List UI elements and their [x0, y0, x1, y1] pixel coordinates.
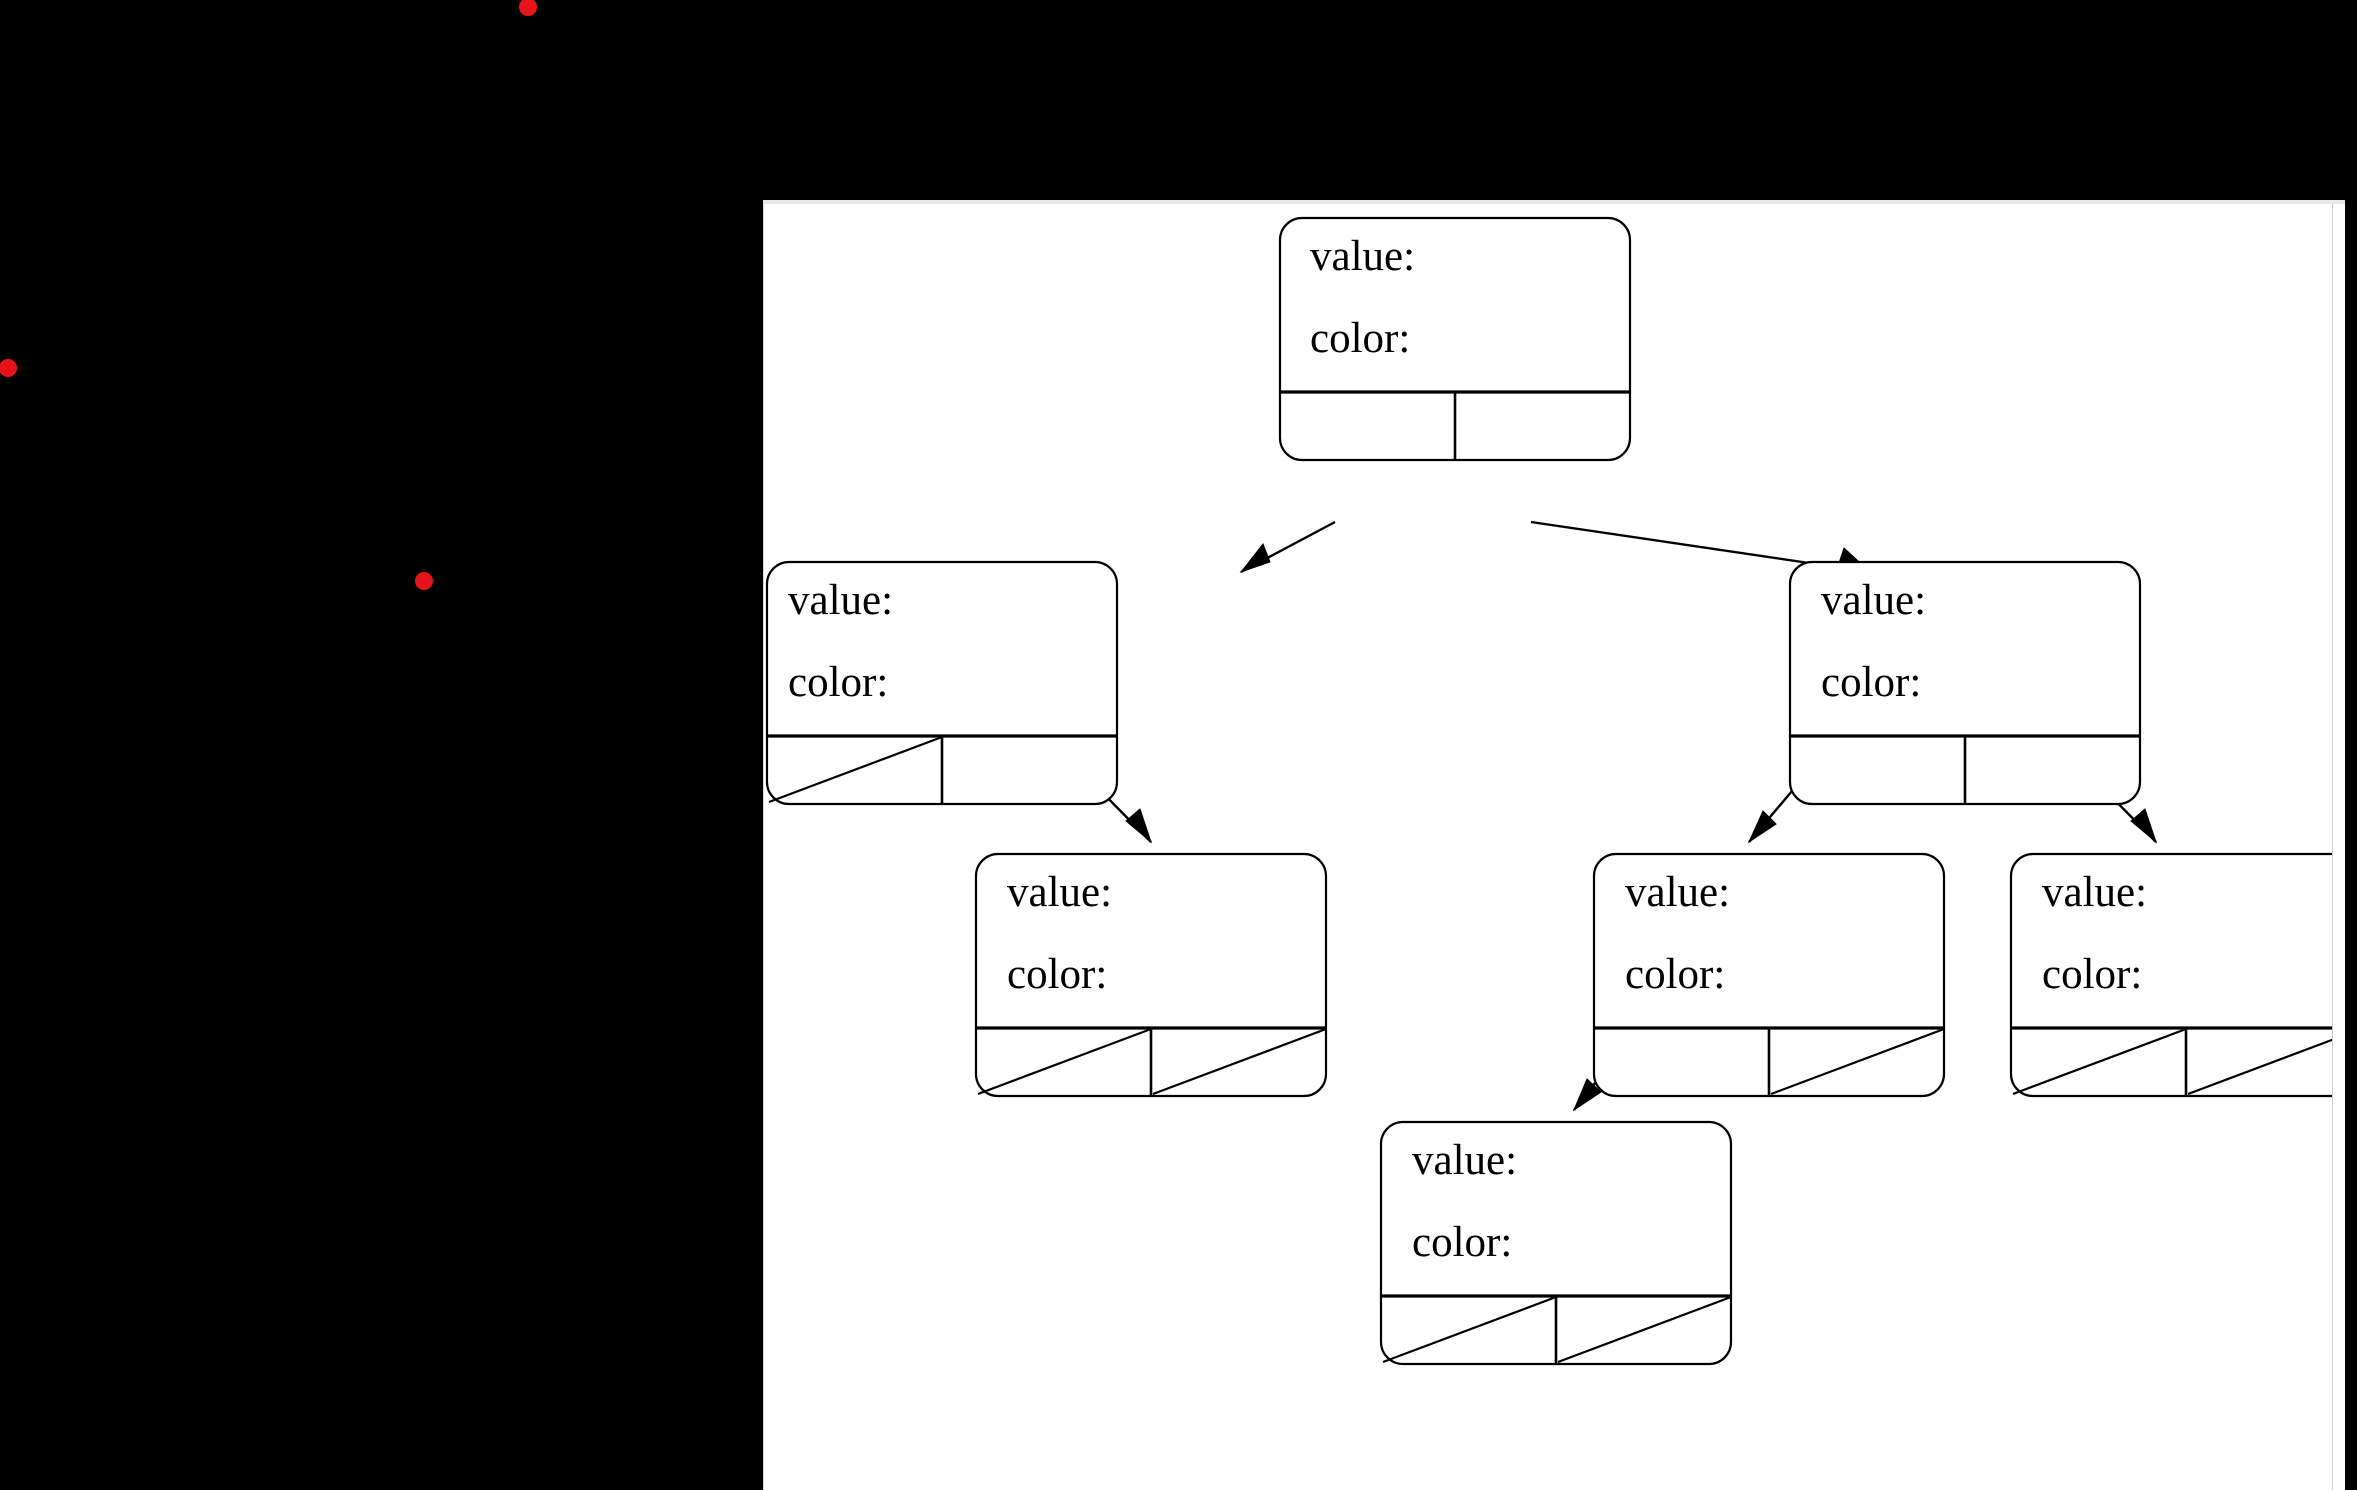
tree-node-leaf-a[interactable]: value: color:	[974, 852, 1328, 1098]
tree-diagram[interactable]: value: color: value: color: value: color…	[764, 204, 2345, 1490]
right-child-color-label: color:	[1821, 659, 1921, 706]
mid-node-color-label: color:	[1625, 951, 1725, 998]
tree-node-mid-node[interactable]: value: color:	[1592, 852, 1946, 1098]
leaf-c-value-label: value:	[1412, 1137, 1517, 1184]
left-child-value-label: value:	[788, 577, 893, 624]
tree-node-root[interactable]: value: color:	[1278, 216, 1632, 462]
leaf-a-value-label: value:	[1007, 869, 1112, 916]
tree-node-left-child[interactable]: value: color:	[765, 560, 1119, 806]
root-color-label: color:	[1310, 315, 1410, 362]
mid-node-value-label: value:	[1625, 869, 1730, 916]
left-child-color-label: color:	[788, 659, 888, 706]
tree-node-leaf-c[interactable]: value: color:	[1379, 1120, 1733, 1366]
marker-dot-left	[0, 359, 17, 377]
right-child-value-label: value:	[1821, 577, 1926, 624]
marker-dot-middle	[415, 572, 433, 590]
edge-root-left-to-left-child	[1239, 520, 1336, 574]
marker-dot-top	[519, 0, 537, 16]
root-value-label: value:	[1310, 233, 1415, 280]
leaf-a-color-label: color:	[1007, 951, 1107, 998]
leaf-b-color-label: color:	[2042, 951, 2142, 998]
tree-node-leaf-b[interactable]: value: color:	[2009, 852, 2345, 1098]
diagram-panel[interactable]: value: color: value: color: value: color…	[763, 200, 2345, 1490]
panel-right-scroll-edge[interactable]	[2332, 204, 2345, 1490]
leaf-c-color-label: color:	[1412, 1219, 1512, 1266]
tree-node-right-child[interactable]: value: color:	[1788, 560, 2142, 806]
leaf-b-value-label: value:	[2042, 869, 2147, 916]
